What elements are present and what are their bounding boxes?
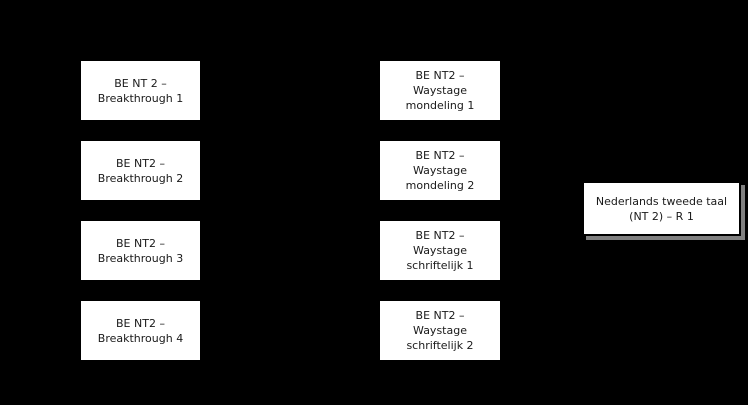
node-be-nt2-breakthrough-1: BE NT 2 – Breakthrough 1 (81, 61, 200, 120)
node-be-nt2-breakthrough-2: BE NT2 – Breakthrough 2 (81, 141, 200, 200)
node-be-nt2-breakthrough-3: BE NT2 – Breakthrough 3 (81, 221, 200, 280)
node-be-nt2-waystage-mondeling-1: BE NT2 – Waystage mondeling 1 (380, 61, 500, 120)
connector-endpoint-dot-icon (576, 205, 584, 213)
node-be-nt2-waystage-schriftelijk-2: BE NT2 – Waystage schriftelijk 2 (380, 301, 500, 360)
node-be-nt2-waystage-schriftelijk-1: BE NT2 – Waystage schriftelijk 1 (380, 221, 500, 280)
node-be-nt2-waystage-mondeling-2: BE NT2 – Waystage mondeling 2 (380, 141, 500, 200)
node-nederlands-tweede-taal-r1: Nederlands tweede taal (NT 2) – R 1 (582, 181, 741, 236)
node-be-nt2-breakthrough-4: BE NT2 – Breakthrough 4 (81, 301, 200, 360)
